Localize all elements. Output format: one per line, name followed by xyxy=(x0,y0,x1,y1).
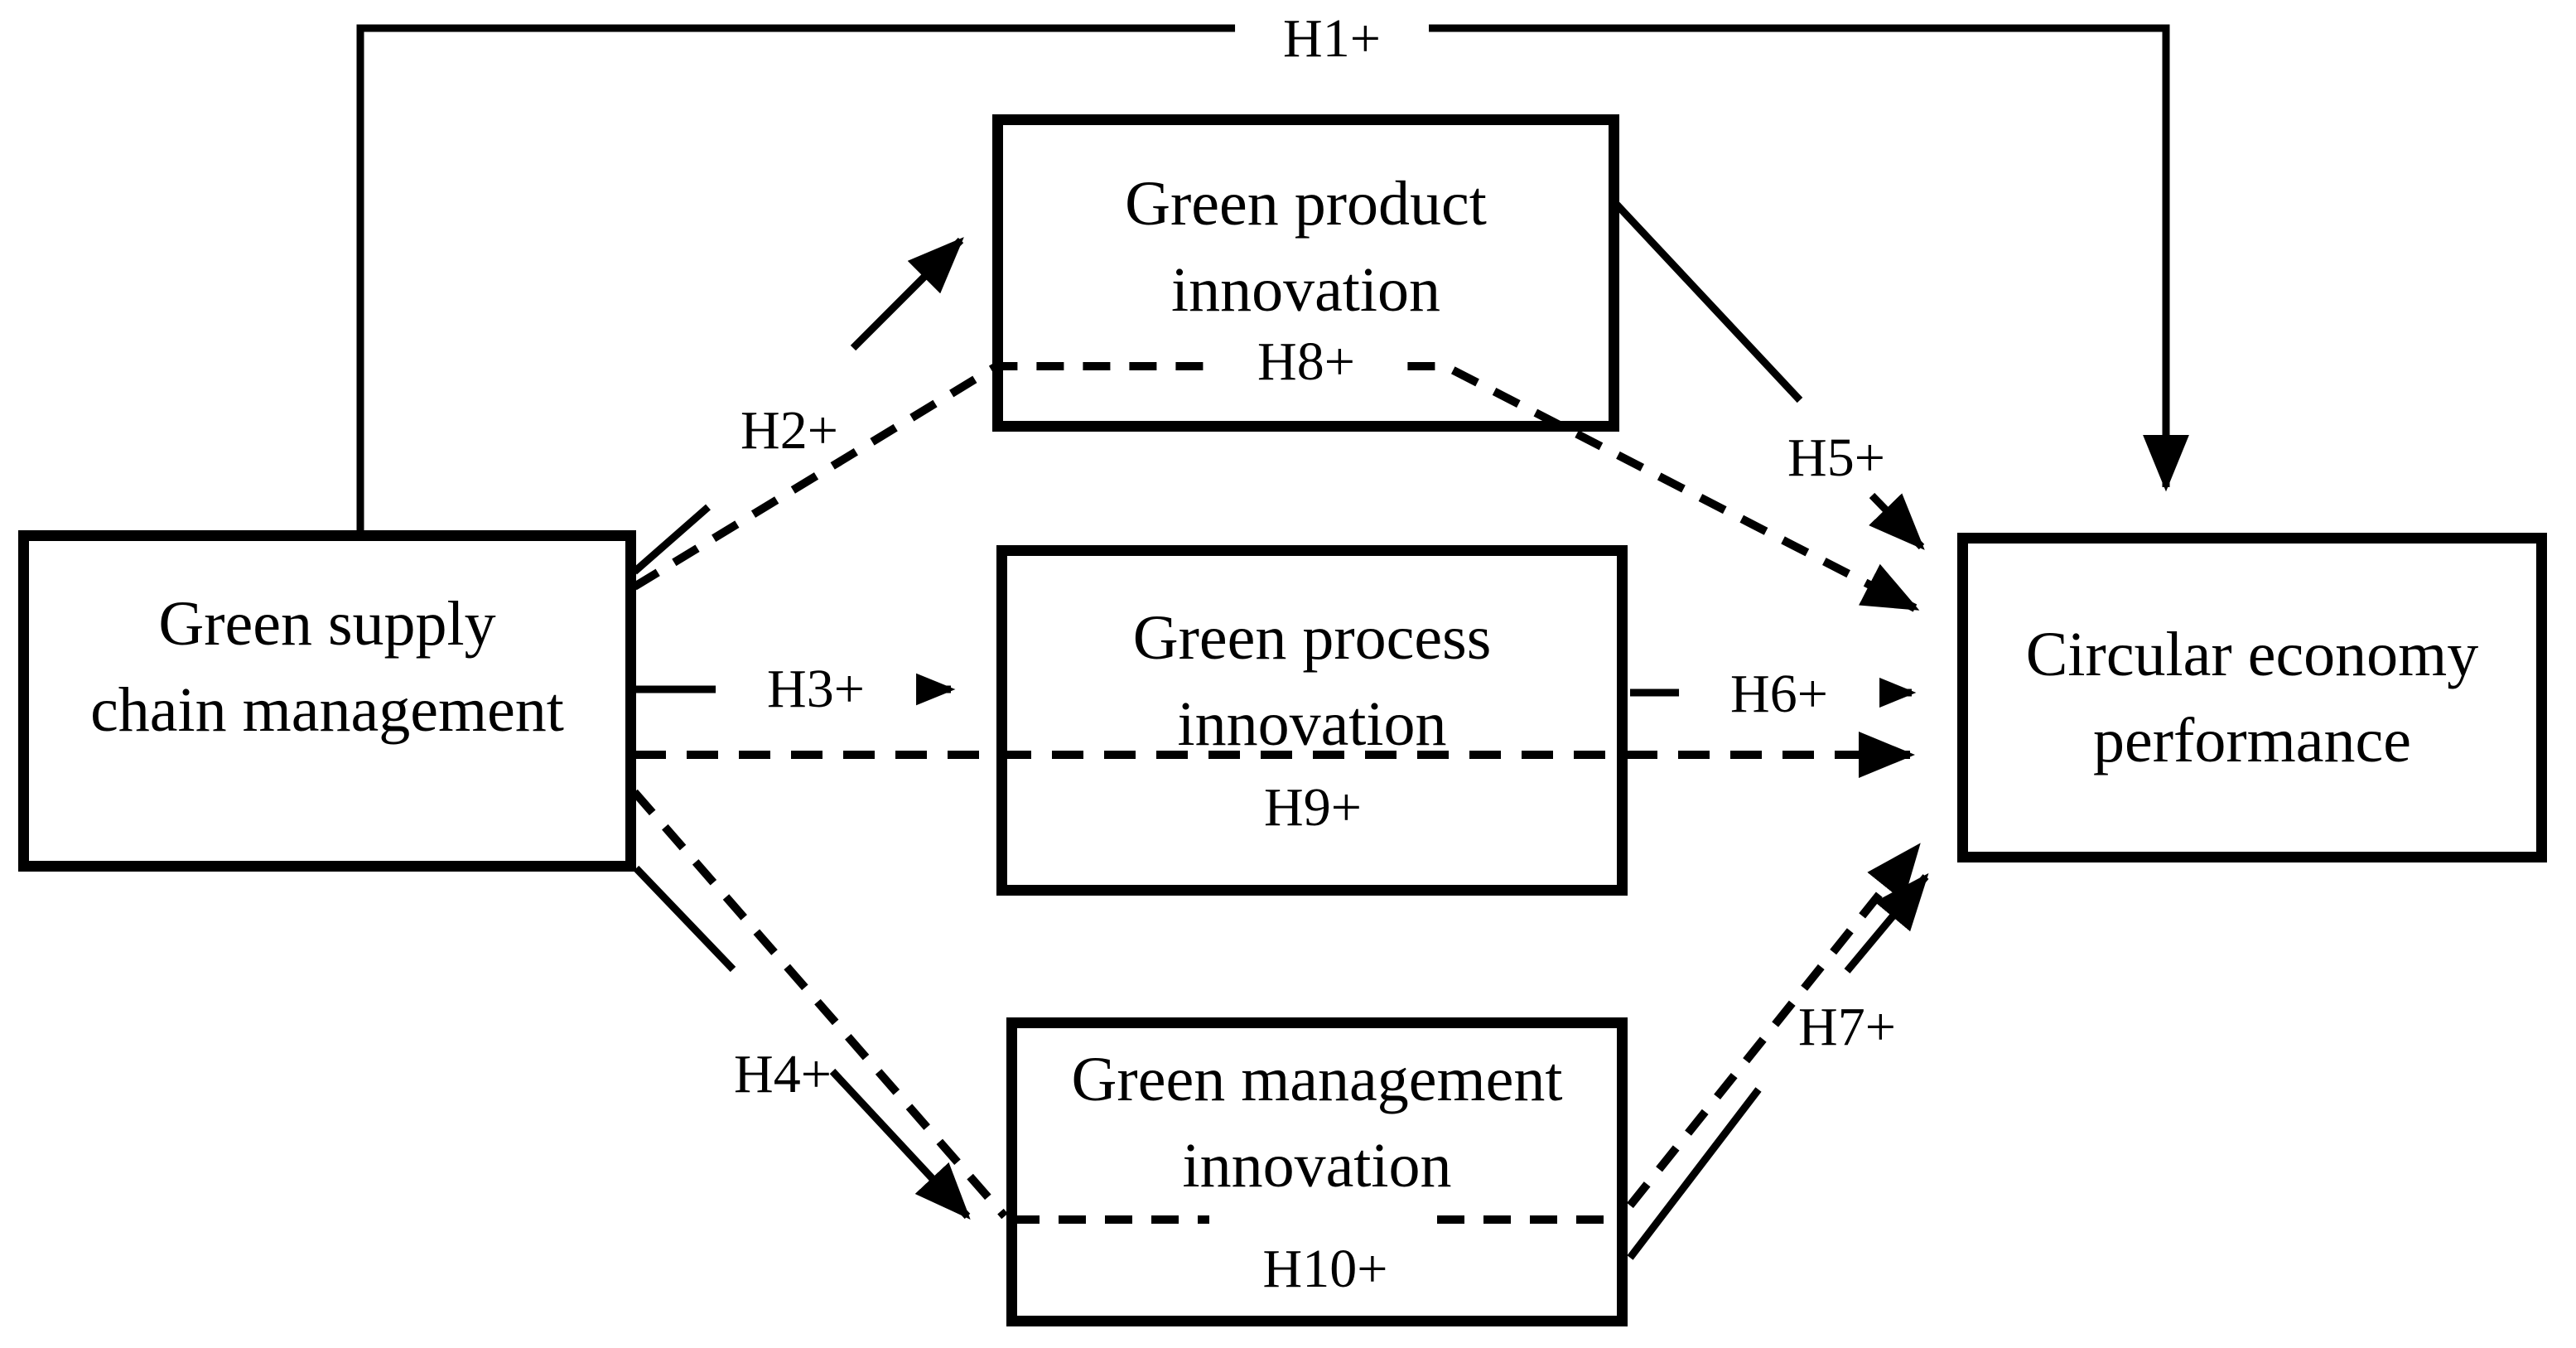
node-green-management-innovation-label: Green management innovation xyxy=(1006,1036,1628,1209)
hypothesis-label-h7: H7+ xyxy=(1798,997,1896,1057)
node-label-line: innovation xyxy=(1182,1131,1452,1201)
hypothesis-label-h6: H6+ xyxy=(1679,662,1879,727)
node-label-line: innovation xyxy=(1177,689,1447,759)
h4-arrow-gscm-to-gmi xyxy=(829,1068,971,1220)
node-green-product-innovation-label: Green product innovation xyxy=(992,161,1619,333)
h2-arrow-gscm-to-gpi xyxy=(850,237,964,351)
hypothesis-label-h2: H2+ xyxy=(740,400,838,461)
h10-dashed-exit-gmi-to-cep xyxy=(1627,843,1921,1209)
h2-arrow-segment xyxy=(632,504,711,575)
hypothesis-label-h4: H4+ xyxy=(734,1044,832,1104)
node-label-line: chain management xyxy=(90,675,564,745)
h7-arrow-segment xyxy=(1627,1087,1762,1260)
node-green-process-innovation-label: Green process innovation xyxy=(996,595,1628,767)
node-label-line: Green process xyxy=(1132,603,1492,673)
node-green-management-innovation[interactable] xyxy=(1006,1017,1628,1326)
hypothesis-label-h8: H8+ xyxy=(1220,330,1392,394)
node-green-supply-chain-management-label: Green supply chain management xyxy=(18,581,636,753)
hypothesis-label-h5: H5+ xyxy=(1787,428,1885,488)
h4-arrow-segment xyxy=(633,865,736,973)
node-label-line: Circular economy xyxy=(2025,620,2479,689)
node-label-line: innovation xyxy=(1170,255,1441,325)
h7-arrow-gmi-to-cep xyxy=(1844,872,1929,974)
node-label-line: Green management xyxy=(1071,1045,1563,1114)
h5-arrow-segment xyxy=(1614,201,1803,403)
node-label-line: performance xyxy=(2093,706,2411,775)
node-label-line: Green supply xyxy=(158,589,496,659)
node-circular-economy-performance[interactable] xyxy=(1957,533,2547,862)
node-green-supply-chain-management[interactable] xyxy=(18,530,636,872)
hypothesis-label-h3: H3+ xyxy=(716,657,916,722)
hypothesis-label-h10: H10+ xyxy=(1262,1239,1388,1299)
node-label-line: Green product xyxy=(1125,169,1487,239)
hypothesis-label-h1: H1+ xyxy=(1235,7,1429,71)
h5-arrow-gpi-to-cep xyxy=(1869,492,1925,550)
h10-dashed-entry xyxy=(631,789,1008,1220)
node-green-product-innovation[interactable] xyxy=(992,114,1619,432)
node-green-process-innovation[interactable] xyxy=(996,545,1628,896)
h8-dashed-path-gscm-gpi-cep xyxy=(632,362,1920,612)
hypothesis-label-h9: H9+ xyxy=(1264,777,1362,838)
node-circular-economy-performance-label: Circular economy performance xyxy=(1957,611,2547,784)
